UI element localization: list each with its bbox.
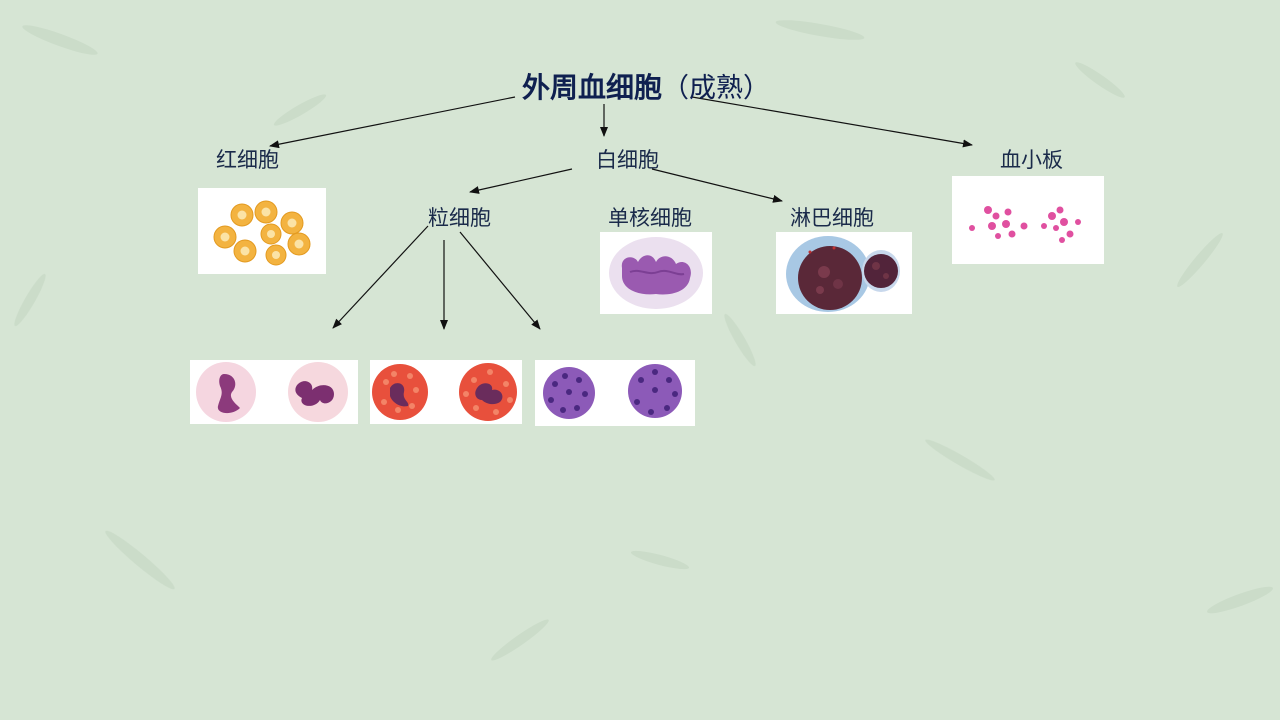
arrow-to-lymphocyte	[651, 168, 783, 203]
title-sub: （成熟）	[662, 73, 771, 104]
label-platelet: 血小板	[1000, 148, 1063, 172]
monocyte-image	[600, 232, 712, 314]
title-main: 外周血细胞	[522, 71, 663, 104]
arrow-to-platelet	[691, 96, 973, 148]
eosinophil-image	[370, 360, 522, 424]
basophil-image	[535, 360, 695, 426]
platelet-image	[952, 176, 1104, 264]
label-lymphocyte: 淋巴细胞	[790, 206, 874, 230]
arrow-to-rbc	[269, 96, 516, 149]
label-monocyte: 单核细胞	[608, 206, 692, 230]
arrow-to-granulocyte	[469, 168, 573, 194]
lymphocyte-image	[776, 232, 912, 314]
diagram-title: 外周血细胞（成熟）	[522, 66, 770, 106]
rbc-image	[198, 188, 326, 274]
label-rbc: 红细胞	[216, 148, 279, 172]
arrow-to-neutrophil	[332, 225, 429, 329]
label-granulocyte: 粒细胞	[428, 206, 491, 230]
label-wbc: 白细胞	[596, 148, 659, 172]
neutrophil-image	[190, 360, 358, 424]
arrow-to-basophil	[459, 231, 541, 330]
